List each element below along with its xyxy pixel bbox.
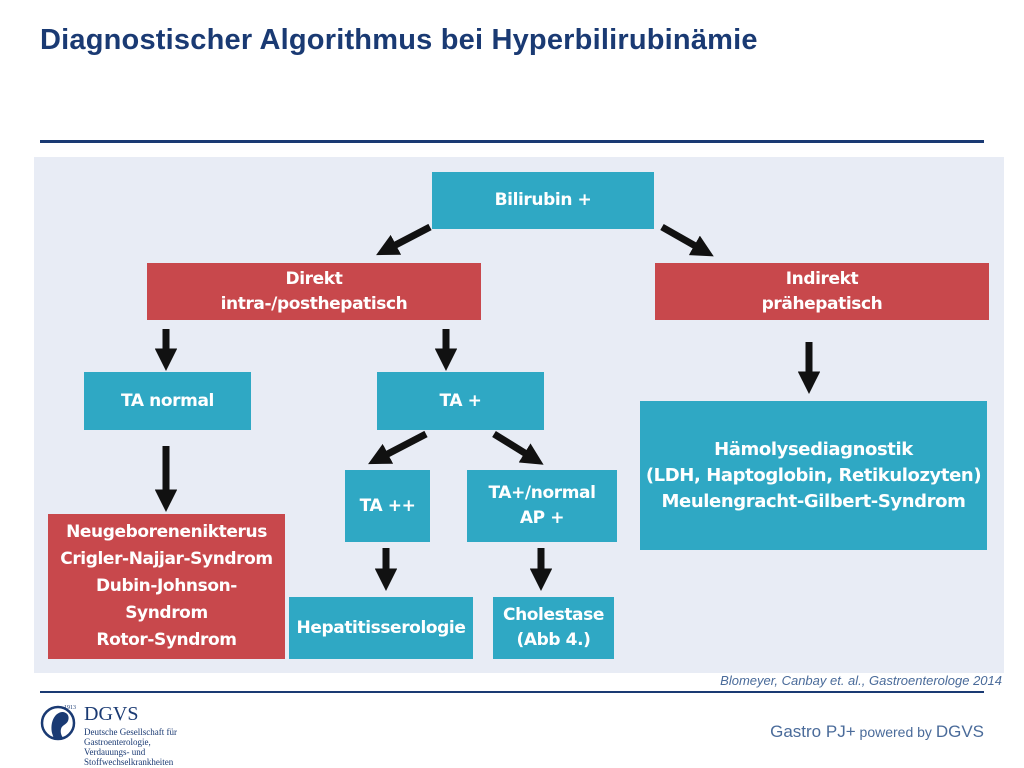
footer-brand: Gastro PJ+ xyxy=(770,722,856,741)
logo-year: 1913 xyxy=(64,705,76,711)
dgvs-emblem-icon xyxy=(40,705,76,741)
footer-dgvs: DGVS xyxy=(935,722,984,741)
arrow-ta-plus-to-ta-plusplus xyxy=(368,430,428,465)
node-direkt: Direkt intra-/posthepatisch xyxy=(147,263,481,320)
node-ta-plusplus: TA ++ xyxy=(345,470,430,542)
node-cholestase: Cholestase (Abb 4.) xyxy=(493,597,614,659)
node-ta-normal-ap: TA+/normal AP + xyxy=(467,470,617,542)
arrow-ta-plus-to-ta-normal-ap xyxy=(492,431,544,465)
footer-powered-by: powered by xyxy=(855,724,936,740)
node-bilirubin: Bilirubin + xyxy=(432,172,654,229)
logo-name: DGVS xyxy=(84,703,139,725)
logo-subtitle: Deutsche Gesellschaft für Gastroenterolo… xyxy=(84,727,177,767)
slide-title: Diagnostischer Algorithmus bei Hyperbili… xyxy=(40,24,758,56)
footer-tagline: Gastro PJ+ powered by DGVS xyxy=(770,722,984,742)
node-haemolyse: Hämolysediagnostik (LDH, Haptoglobin, Re… xyxy=(640,401,987,550)
arrow-bilirubin-to-indirekt xyxy=(660,223,714,257)
node-hepatitis: Hepatitisserologie xyxy=(289,597,473,659)
node-ta-normal: TA normal xyxy=(84,372,251,430)
node-indirekt: Indirekt prähepatisch xyxy=(655,263,989,320)
title-divider xyxy=(40,140,984,143)
node-neugeborenen: Neugeborenenikterus Crigler-Najjar-Syndr… xyxy=(48,514,285,659)
citation: Blomeyer, Canbay et. al., Gastroenterolo… xyxy=(720,673,1002,688)
arrow-bilirubin-to-direkt xyxy=(376,223,432,256)
footer-divider xyxy=(40,691,984,693)
node-ta-plus: TA + xyxy=(377,372,544,430)
